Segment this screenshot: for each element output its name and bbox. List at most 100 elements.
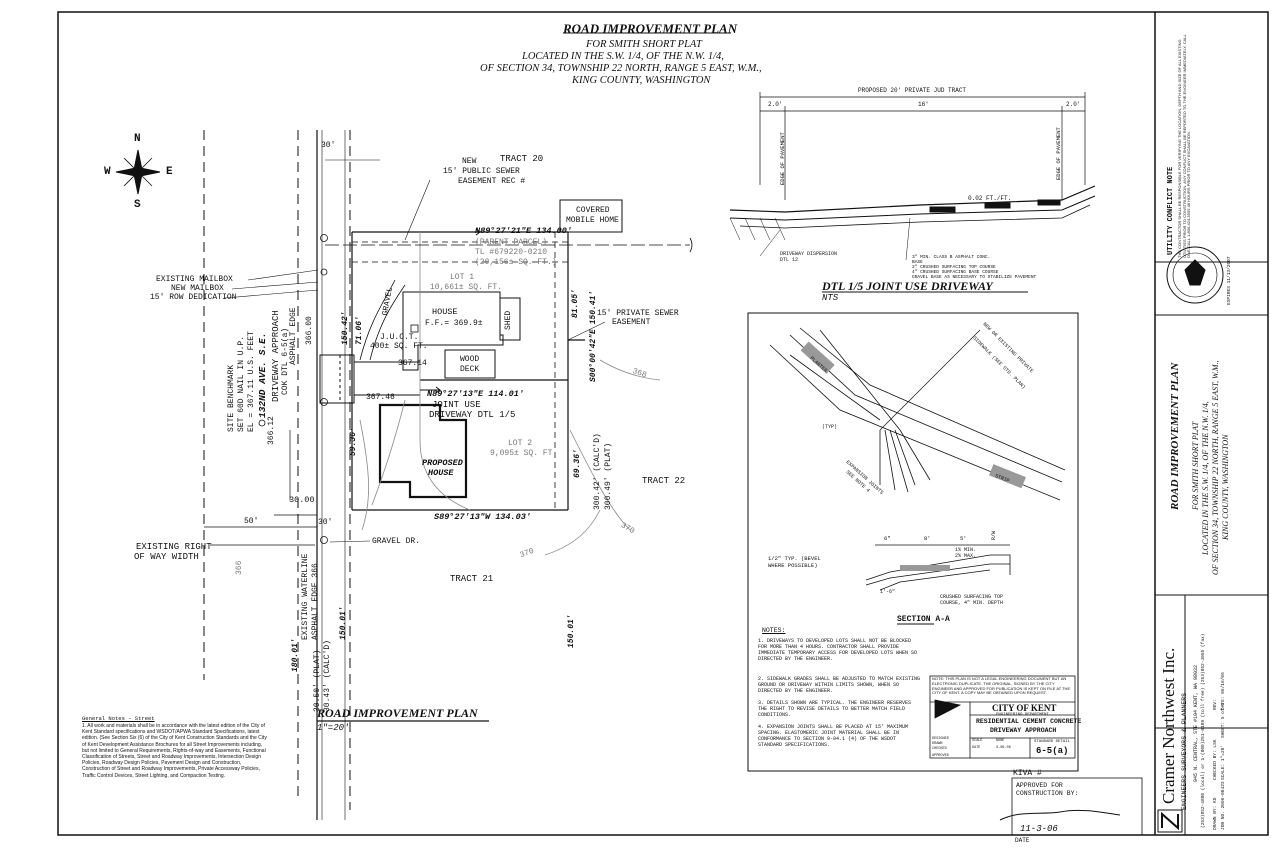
plan-title: ROAD IMPROVEMENT PLAN <box>563 21 738 36</box>
calc-2: 300.49' (PLAT) <box>604 442 613 510</box>
north-arrow-icon <box>115 149 161 195</box>
existing-row-1: EXISTING RIGHT <box>136 542 212 552</box>
tb-job: JOB NO. 2006-00423 <box>1221 781 1226 830</box>
tract-21-label: TRACT 21 <box>450 574 494 584</box>
dtl-edge-1: EDGE OF PAVEMENT <box>779 132 786 185</box>
kiva-label: KIVA # <box>1013 769 1042 778</box>
firm-phone: (253)852-4880 (local) or 1-(800)251-6189… <box>1201 633 1206 828</box>
dim-150-42: 150.42' <box>341 311 350 345</box>
dim-30-a: 30' <box>321 141 336 150</box>
kiva-approved-2: CONSTRUCTION BY: <box>1016 790 1079 797</box>
dim-81-05: 81.05' <box>571 289 580 318</box>
plan-location-3: KING COUNTY, WASHINGTON <box>572 75 711 86</box>
tb-s3: OF SECTION 34, TOWNSHIP 22 NORTH, RANGE … <box>1211 360 1220 575</box>
std-d5: 5' <box>960 535 967 542</box>
std-typ: (TYP) <box>822 424 838 430</box>
compass-e: E <box>166 166 173 178</box>
plan-location-2: OF SECTION 34, TOWNSHIP 22 NORTH, RANGE … <box>480 63 762 74</box>
general-notes-title: General Notes – Street <box>82 715 155 722</box>
dim-50: 50' <box>244 517 259 526</box>
std-note-4: 4. EXPANSION JOINTS SHALL BE PLACED AT 1… <box>758 724 909 748</box>
dim-59-36: 59.36' <box>349 427 358 456</box>
firm-addr: 945 N. CENTRAL, STE #104 KENT, WA 98032 <box>1193 664 1199 782</box>
std-drawn: DRAWN <box>932 742 943 746</box>
plan-location-1: LOCATED IN THE S.W. 1/4, OF THE N.W. 1/4… <box>522 51 724 62</box>
tb-s2: LOCATED IN THE S.W. 1/4, OF THE N.W. 1/4… <box>1201 401 1210 555</box>
parent-parcel-2: TL #679220-0210 <box>475 248 548 257</box>
bearing-bottom: S89°27'13"W 134.03' <box>434 512 531 522</box>
std-pct-1: 1% MIN. <box>955 547 977 553</box>
res-2: DRIVEWAY APPROACH <box>990 727 1057 734</box>
utility-body: THE CONTRACTOR SHALL BE RESPONSIBLE FOR … <box>1177 34 1192 258</box>
existing-row-2: OF WAY WIDTH <box>134 552 199 562</box>
std-bevel-1: 1/2" TYP. (BEVEL <box>768 555 821 562</box>
tb-scale: SCALE: 1"=20' <box>1221 744 1226 780</box>
joint-use-driveway <box>319 354 420 404</box>
elev-366-00: 366.00 <box>305 316 314 345</box>
asphalt-edge: ASPHALT EDGE <box>289 307 298 365</box>
lot-1-label: LOT 1 <box>450 273 475 282</box>
tract-20-label: TRACT 20 <box>500 154 544 164</box>
sewer-easement-label: 15' PUBLIC SEWER <box>443 167 520 176</box>
tb-drawn: DRAWN BY: KD <box>1213 797 1218 830</box>
private-sewer-1: 15' PRIVATE SEWER <box>597 309 679 318</box>
wood-label: WOOD <box>460 355 480 364</box>
tb-s1: FOR SMITH SHORT PLAT <box>1191 421 1200 510</box>
dtl-dispersion-1: DRIVEWAY DISPERSION <box>780 251 838 257</box>
dim-30-00: 30.00' <box>289 495 320 505</box>
section-a-a-title: SECTION A-A <box>897 615 950 624</box>
waterline-label: EXISTING WATERLINE <box>301 553 310 640</box>
std-approved: APPROVED <box>932 754 949 758</box>
kiva-date-hand: 11-3-06 <box>1020 824 1058 834</box>
std-note-1: 1. DRIVEWAYS TO DEVELOPED LOTS SHALL NOT… <box>758 638 918 662</box>
std-bevel-2: WHERE POSSIBLE) <box>768 562 818 569</box>
tb-rev: REV: <box>1213 699 1218 710</box>
approach-1: DRIVEWAY APPROACH <box>271 310 281 402</box>
benchmark-2: SET 60D NAIL IN U.P. <box>237 335 246 432</box>
utility-title: UTILITY CONFLICT NOTE <box>1167 166 1175 255</box>
contour-366: 366 <box>235 560 244 575</box>
dtl-layer-3: 2" CRUSHED SURFACING TOP COURSE <box>912 265 996 270</box>
bearing-right: S00°00'42"E 150.41' <box>589 290 598 382</box>
plan-title-bottom: ROAD IMPROVEMENT PLAN <box>317 706 478 720</box>
dtl-title: DTL 1/5 JOINT USE DRIVEWAY <box>822 279 993 293</box>
kiva-box <box>1011 777 1143 836</box>
tb-date: DATE: 06/16/06 <box>1221 672 1226 710</box>
existing-mailbox: EXISTING MAILBOX <box>156 275 233 284</box>
dtl-layer-5: GRAVEL BASE AS NECESSARY TO STABILIZE PA… <box>912 275 1037 280</box>
parent-parcel-3: (20,156± SQ. FT.) <box>475 258 557 267</box>
general-notes-body: 1. All work and materials shall be in ac… <box>82 723 267 779</box>
elev-367-14: 367.14 <box>398 359 427 368</box>
juot-label: J.U.O.T. <box>380 333 419 342</box>
calc-width: 30.43' (CALC'D) <box>323 639 332 712</box>
std-note-3: 3. DETAILS SHOWN ARE TYPICAL. THE ENGINE… <box>758 700 912 718</box>
sewer-rec-label: EASEMENT REC # <box>458 177 526 186</box>
gravel-drive: GRAVEL DR. <box>372 537 421 546</box>
house-label: HOUSE <box>432 307 458 317</box>
dim-150-01: 150.01' <box>567 614 576 648</box>
dim-150-01-b: 150.01' <box>339 606 348 640</box>
compass-w: W <box>104 166 111 178</box>
std-none: NONE <box>996 739 1005 743</box>
shed-label: SHED <box>504 310 513 330</box>
bearing-top: N89°27'21"E 134.00' <box>475 226 572 236</box>
street-name: 132ND AVE. S.E. <box>257 332 268 418</box>
dtl-slope: 0.02 FT./FT. <box>968 195 1012 202</box>
engineer-seal <box>1166 246 1224 304</box>
proposed-house-2: HOUSE <box>428 468 454 478</box>
kent-title-box <box>929 675 1076 759</box>
dtl-edge-2: EDGE OF PAVEMENT <box>1055 127 1062 180</box>
tb-title: ROAD IMPROVEMENT PLAN <box>1169 362 1181 510</box>
joint-use-label-1: JOINT USE <box>432 400 481 410</box>
shed <box>499 297 521 341</box>
row-dedication: 15' ROW DEDICATION <box>150 293 237 302</box>
mobile-home-label-2: MOBILE HOME <box>566 216 619 225</box>
wood-deck <box>444 349 496 379</box>
finish-floor: F.F.= 369.9± <box>425 319 483 328</box>
std-detail-frame <box>747 312 1079 772</box>
dtl-layer-1: 3" MIN. CLASS B ASPHALT CONC. <box>912 255 991 260</box>
lot-1-area: 10,661± SQ. FT. <box>430 283 503 292</box>
benchmark-3: EL = 367.11 U.S. FEET <box>247 331 256 432</box>
road-lines <box>203 130 351 810</box>
expires: EXPIRES 11/13/2007 <box>1227 256 1232 305</box>
